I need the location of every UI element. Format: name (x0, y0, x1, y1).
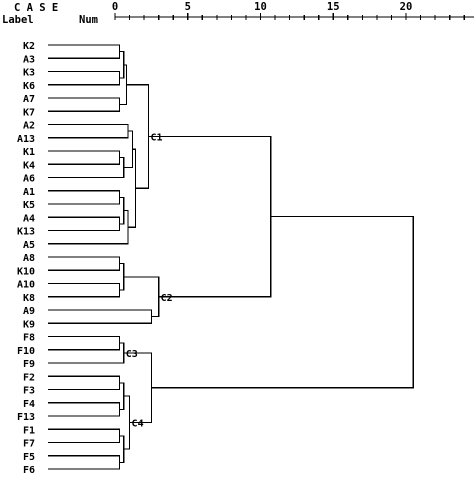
merge-link (113, 402, 120, 417)
case-label: A3 (23, 54, 35, 65)
axis-tick-label: 15 (327, 1, 340, 13)
case-label: K3 (23, 68, 35, 79)
axis-tick-label: 10 (254, 1, 267, 13)
merge-link (113, 97, 120, 112)
merge-link (113, 309, 152, 324)
merge-link (123, 395, 131, 450)
case-labels: K2A3K3K6A7K7A2A13K1K4A6A1K5A4K13A5A8K10A… (17, 41, 35, 476)
merge-link (113, 256, 120, 271)
merge-link (126, 84, 150, 189)
case-label: F5 (23, 452, 35, 463)
cluster-label: C1 (150, 133, 162, 144)
merge-link (128, 148, 136, 228)
merge-link (119, 435, 125, 463)
label-header: Label (2, 14, 34, 26)
case-label: F13 (17, 412, 35, 423)
merge-link (119, 51, 125, 79)
case-label: F3 (23, 386, 35, 397)
case-label: A5 (23, 240, 35, 251)
case-label: F2 (23, 372, 35, 383)
merge-link (113, 216, 120, 232)
merge-link (119, 382, 125, 410)
cluster-label: C4 (132, 419, 144, 430)
case-label: A7 (23, 94, 35, 105)
merge-link (119, 263, 125, 291)
distance-axis: 0 5 10 15 20 (112, 1, 474, 20)
case-label: F1 (23, 425, 35, 436)
merge-link (123, 352, 152, 424)
merge-link (113, 190, 120, 205)
case-label: A9 (23, 306, 35, 317)
case-label: A4 (23, 213, 35, 224)
merge-link (119, 64, 128, 106)
case-label: F7 (23, 439, 35, 450)
case-label: A13 (17, 134, 35, 145)
case-label: K6 (23, 81, 35, 92)
case-label: A1 (23, 187, 35, 198)
case-label: K8 (23, 293, 35, 304)
merge-link (113, 342, 125, 364)
case-label: A6 (23, 174, 35, 185)
merge-link (113, 428, 120, 444)
case-label: F10 (17, 346, 35, 357)
cluster-label: C2 (161, 293, 173, 304)
case-label: K5 (23, 200, 35, 211)
case-label: K7 (23, 107, 35, 118)
num-header: Num (79, 14, 98, 26)
case-title: C A S E (14, 2, 58, 14)
merge-link (151, 216, 414, 389)
merge-link (113, 335, 120, 351)
case-label: F9 (23, 359, 35, 370)
merge-link (113, 157, 125, 179)
case-label: K13 (17, 227, 35, 238)
case-label: A8 (23, 253, 35, 264)
merge-link (119, 196, 125, 225)
case-label: K4 (23, 160, 35, 171)
merge-link (113, 44, 120, 59)
merge-link (113, 375, 120, 391)
axis-tick-label: 0 (112, 1, 118, 13)
tree-links (48, 44, 414, 470)
case-label: A10 (17, 280, 35, 291)
merge-link (113, 123, 129, 139)
case-label: K2 (23, 41, 35, 52)
merge-link (113, 210, 129, 245)
merge-link (113, 455, 120, 470)
case-label: F6 (23, 465, 35, 474)
case-label: F8 (23, 333, 35, 344)
case-label: F4 (23, 399, 35, 410)
merge-link (113, 150, 120, 165)
case-label: K10 (17, 266, 35, 277)
case-label: A2 (23, 121, 35, 132)
merge-link (113, 70, 120, 86)
merge-link (148, 135, 272, 298)
merge-link (123, 276, 160, 318)
case-label: K9 (23, 319, 35, 330)
axis-tick-label: 20 (400, 1, 413, 13)
merge-link (113, 282, 120, 298)
axis-tick-label: 5 (185, 1, 191, 13)
cluster-label: C3 (126, 349, 138, 360)
case-label: K1 (23, 147, 35, 158)
